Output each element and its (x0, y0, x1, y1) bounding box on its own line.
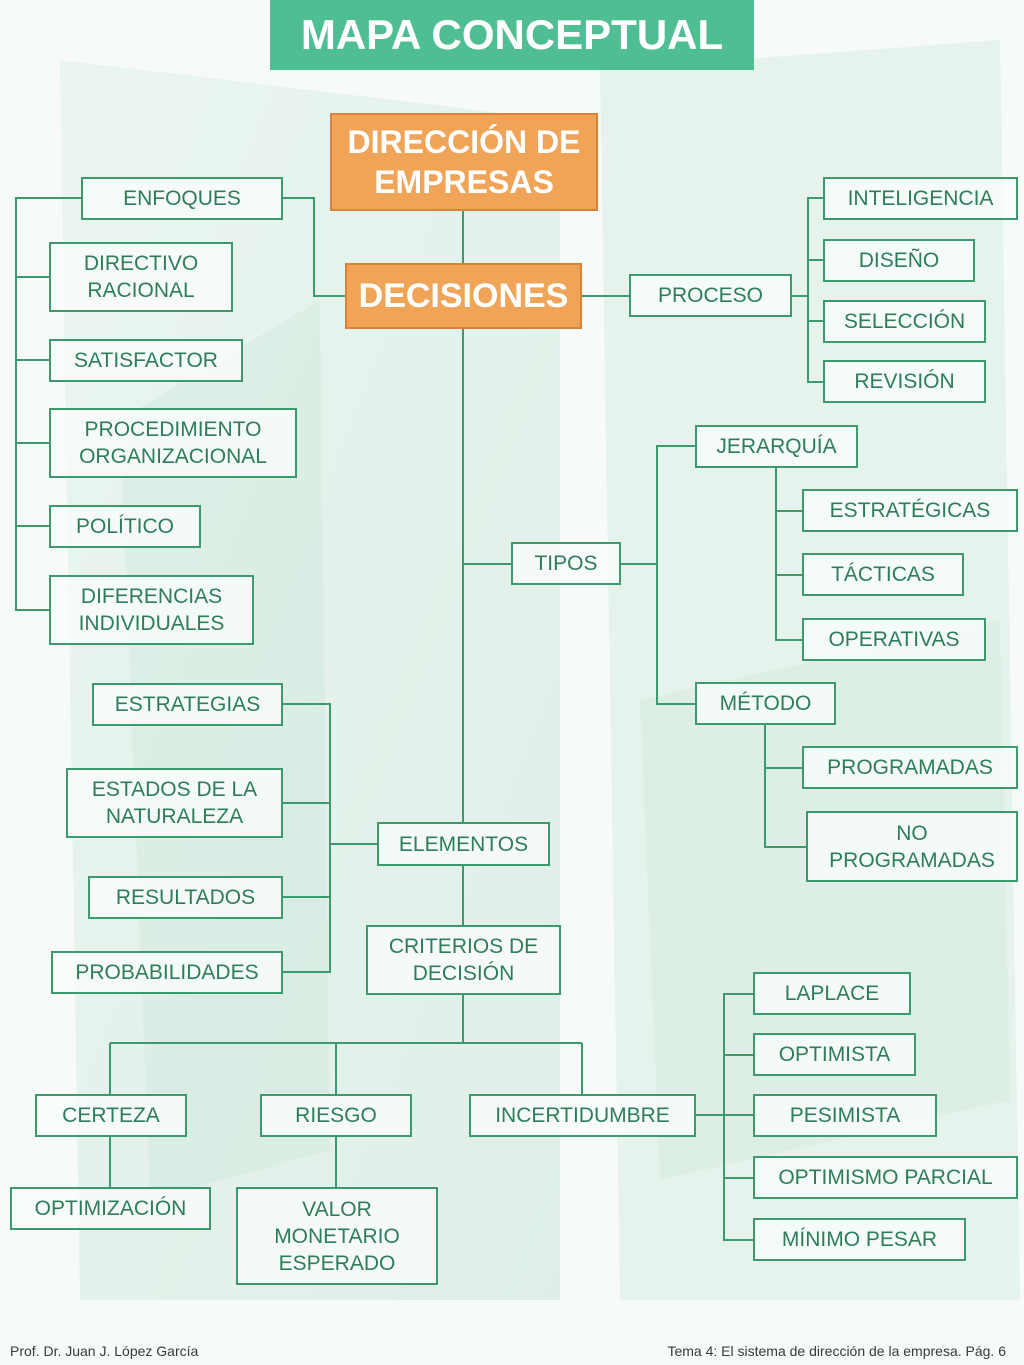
page-title: MAPA CONCEPTUAL (270, 0, 754, 70)
footer-page-info: Tema 4: El sistema de dirección de la em… (667, 1343, 1006, 1359)
enfoque-item: DIRECTIVO RACIONAL (49, 242, 233, 312)
jerarquia-item: OPERATIVAS (802, 618, 986, 661)
metodo-node: MÉTODO (695, 682, 836, 725)
jerarquia-item: ESTRATÉGICAS (802, 489, 1018, 532)
riesgo-node: RIESGO (260, 1094, 412, 1137)
elemento-item: ESTADOS DE LA NATURALEZA (66, 768, 283, 838)
incertidumbre-item: PESIMISTA (753, 1094, 937, 1137)
enfoque-item: POLÍTICO (49, 505, 201, 548)
proceso-item: SELECCIÓN (823, 300, 986, 343)
jerarquia-item: TÁCTICAS (802, 553, 964, 596)
jerarquia-node: JERARQUÍA (695, 425, 858, 468)
incertidumbre-item: OPTIMISMO PARCIAL (753, 1156, 1018, 1199)
proceso-node: PROCESO (629, 274, 792, 317)
incertidumbre-item: LAPLACE (753, 972, 911, 1015)
proceso-item: REVISIÓN (823, 360, 986, 403)
proceso-item: INTELIGENCIA (823, 177, 1018, 220)
elemento-item: ESTRATEGIAS (92, 683, 283, 726)
enfoque-item: SATISFACTOR (49, 339, 243, 382)
incertidumbre-item: OPTIMISTA (753, 1033, 916, 1076)
elementos-node: ELEMENTOS (377, 822, 550, 866)
valor-monetario-node: VALOR MONETARIO ESPERADO (236, 1187, 438, 1285)
enfoque-item: DIFERENCIAS INDIVIDUALES (49, 575, 254, 645)
enfoques-node: ENFOQUES (81, 177, 283, 220)
proceso-item: DISEÑO (823, 239, 975, 282)
optimizacion-node: OPTIMIZACIÓN (10, 1187, 211, 1230)
incertidumbre-item: MÍNIMO PESAR (753, 1218, 966, 1261)
tipos-node: TIPOS (511, 542, 621, 585)
footer-author: Prof. Dr. Juan J. López García (10, 1343, 199, 1359)
decisiones-node: DECISIONES (345, 263, 582, 329)
root-node: DIRECCIÓN DE EMPRESAS (330, 113, 598, 211)
enfoque-item: PROCEDIMIENTO ORGANIZACIONAL (49, 408, 297, 478)
elemento-item: RESULTADOS (88, 876, 283, 919)
criterios-node: CRITERIOS DE DECISIÓN (366, 925, 561, 995)
certeza-node: CERTEZA (35, 1094, 187, 1137)
metodo-item: NO PROGRAMADAS (806, 811, 1018, 882)
elemento-item: PROBABILIDADES (51, 951, 283, 994)
incertidumbre-node: INCERTIDUMBRE (469, 1094, 696, 1137)
metodo-item: PROGRAMADAS (802, 746, 1018, 789)
